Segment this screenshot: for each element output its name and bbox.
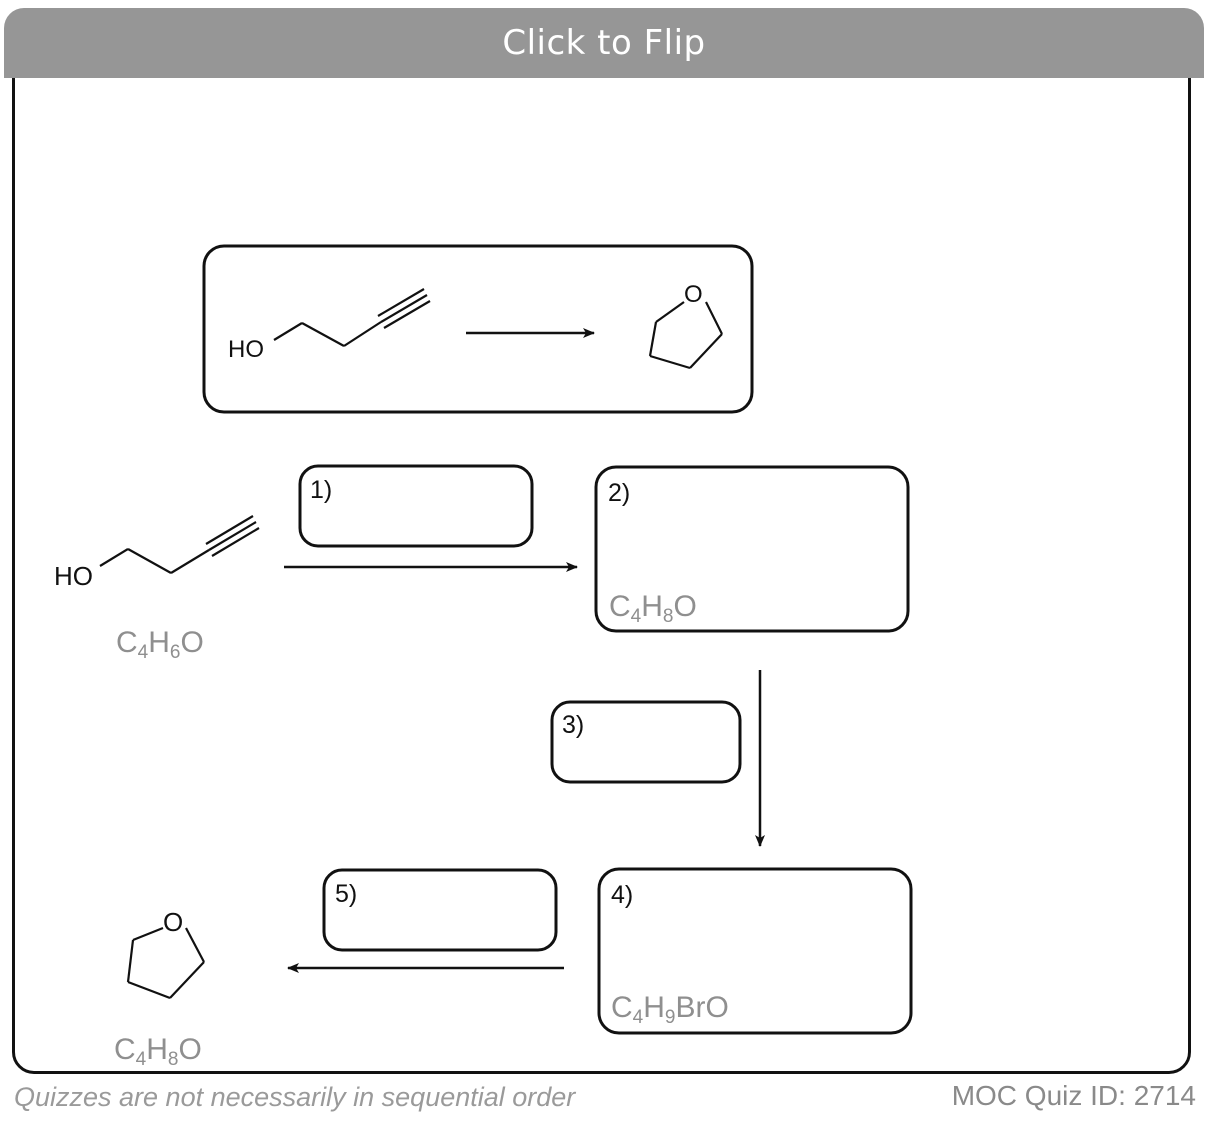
start-formula: C4H6O — [116, 626, 204, 663]
overview-ho-label: HO — [228, 336, 264, 363]
flip-label: Click to Flip — [502, 23, 706, 63]
reaction-diagram: HO O HO C4H6O 1) 2) C4H8O 3) — [54, 244, 913, 1070]
step-5-label: 5) — [335, 880, 357, 908]
step-4-formula: C4H9BrO — [611, 991, 729, 1028]
step-2-answer-box[interactable]: 2) C4H8O — [594, 465, 910, 633]
overview-starting-material — [273, 288, 431, 347]
product-thf-ring — [126, 926, 205, 1000]
product-ring-oxygen: O — [163, 907, 183, 937]
step-1-reagent-box[interactable]: 1) — [298, 464, 534, 548]
overview-box: HO O — [202, 244, 754, 414]
overview-thf-ring — [648, 301, 723, 370]
flashcard[interactable] — [12, 14, 1191, 1074]
start-ho-label: HO — [54, 561, 93, 591]
step-2-label: 2) — [608, 479, 630, 507]
product-formula: C4H8O — [114, 1033, 202, 1070]
start-molecule — [99, 515, 260, 574]
step-5-reagent-box[interactable]: 5) — [322, 868, 558, 952]
step-2-formula: C4H8O — [609, 590, 697, 627]
flip-button[interactable]: Click to Flip — [4, 8, 1204, 78]
quiz-id: MOC Quiz ID: 2714 — [951, 1080, 1196, 1111]
step-3-reagent-box[interactable]: 3) — [550, 700, 742, 784]
step-1-label: 1) — [310, 476, 332, 504]
step-4-label: 4) — [611, 881, 633, 909]
step-4-answer-box[interactable]: 4) C4H9BrO — [597, 867, 913, 1035]
sequence-disclaimer: Quizzes are not necessarily in sequentia… — [14, 1082, 576, 1112]
overview-ring-oxygen: O — [684, 281, 703, 308]
step-3-label: 3) — [562, 711, 584, 739]
